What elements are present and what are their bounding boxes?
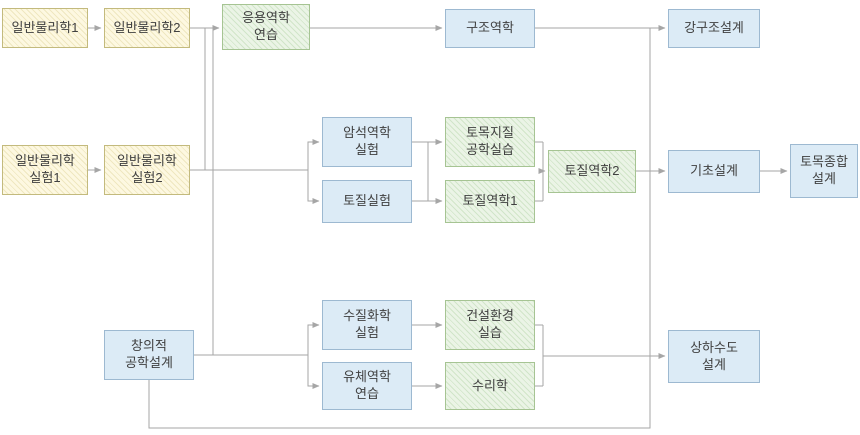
edge-creative-design-loop xyxy=(148,28,651,429)
node-hydraulics: 수리학 xyxy=(445,362,535,410)
node-soilmech2: 토질역학2 xyxy=(548,150,636,193)
node-geo-practice: 토목지질 공학실습 xyxy=(445,117,535,167)
edge-physlab2-soil-lab xyxy=(307,170,320,204)
node-waterchem-lab: 수질화학 실험 xyxy=(322,300,412,350)
node-creative-design: 창의적 공학설계 xyxy=(104,330,194,380)
node-genphys2: 일반물리학2 xyxy=(104,8,190,48)
node-genphys1: 일반물리학1 xyxy=(2,8,88,48)
node-soil-lab: 토질실험 xyxy=(322,180,412,223)
node-steel-design: 강구조설계 xyxy=(668,9,760,48)
node-physlab2: 일반물리학 실험2 xyxy=(104,145,190,195)
node-rock-lab: 암석역학 실험 xyxy=(322,117,412,167)
node-watersupply-design: 상하수도 설계 xyxy=(668,330,760,383)
edge-physlab2-rock-lab xyxy=(190,139,320,171)
node-physlab1: 일반물리학 실험1 xyxy=(2,145,88,195)
node-fluid-practice: 유체역학 연습 xyxy=(322,362,412,410)
node-foundation-design: 기초설계 xyxy=(668,150,760,193)
edge-creative-waterchem xyxy=(194,322,320,356)
edge-creative-fluid xyxy=(307,355,320,389)
node-capstone: 토목종합 설계 xyxy=(790,144,858,198)
node-struct-mech: 구조역학 xyxy=(445,9,535,48)
node-applied-mech: 응용역학 연습 xyxy=(222,4,310,50)
node-soilmech1: 토질역학1 xyxy=(445,180,535,223)
node-env-practice: 건설환경 실습 xyxy=(445,300,535,350)
